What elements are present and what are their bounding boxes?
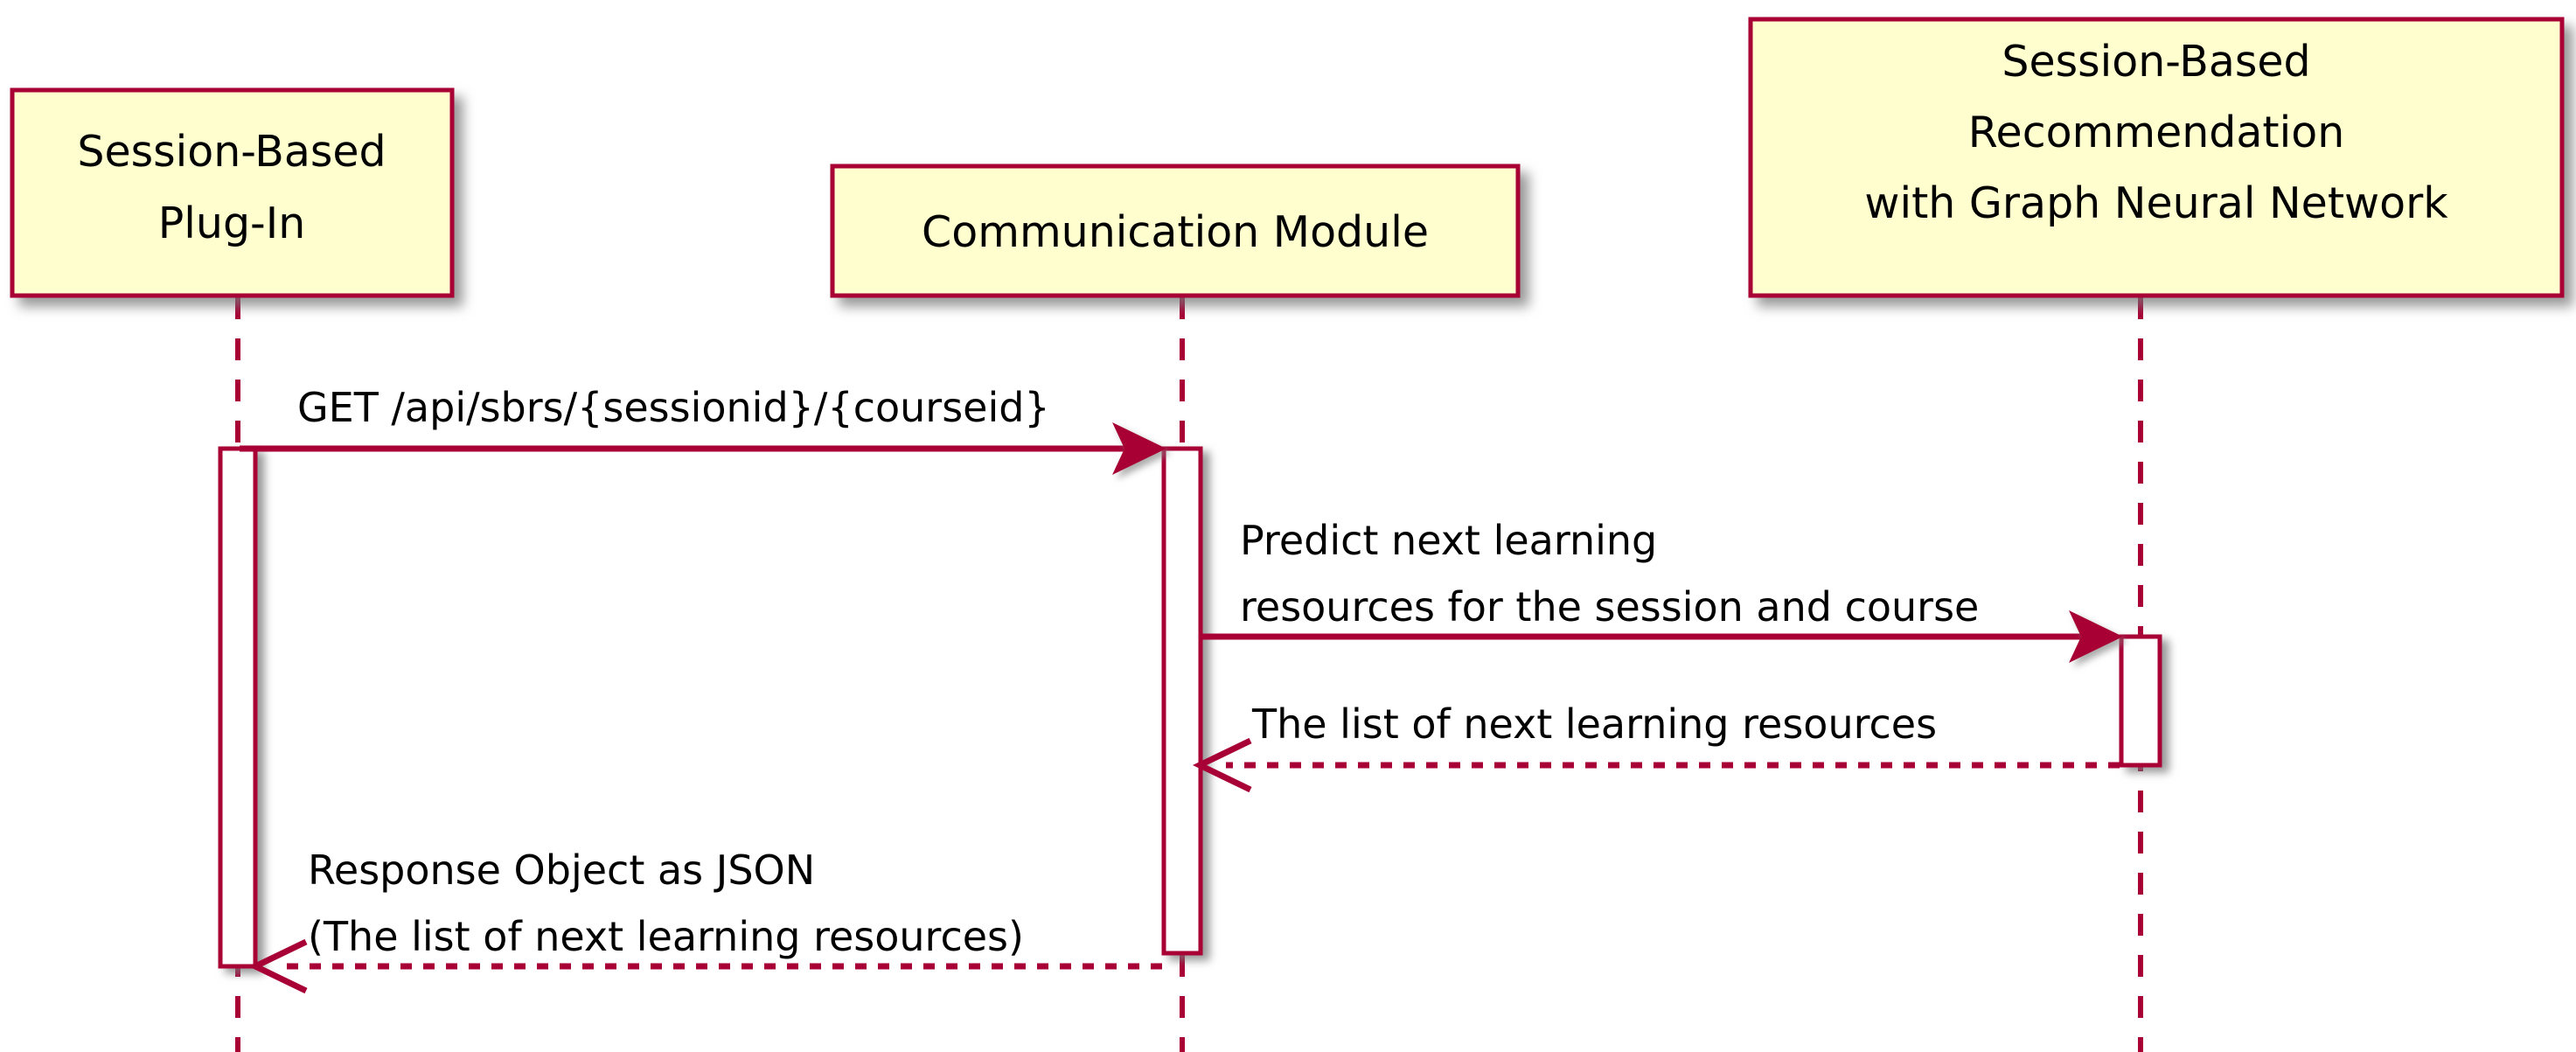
participant-communication-module-rect: [830, 164, 1521, 298]
message-4-label-line2: (The list of next learning resources): [308, 913, 1024, 960]
participant-box-communication-module[interactable]: [830, 164, 1521, 298]
participant-sbr-gnn-label-line1: Session-Based: [2002, 37, 2310, 87]
message-1-get-api-sbrs[interactable]: [240, 422, 1166, 475]
participant-box-sbr-gnn[interactable]: [1748, 17, 2565, 298]
participant-sbr-gnn-label-line3: with Graph Neural Network: [1864, 178, 2448, 228]
message-1-arrowhead-icon: [1112, 422, 1166, 475]
message-2-label-line1: Predict next learning: [1240, 517, 1657, 564]
participant-sbr-gnn-label-line2: Recommendation: [1968, 108, 2345, 157]
message-4-arrowhead-icon: [247, 938, 308, 994]
participant-plugin-label-line2: Plug-In: [158, 199, 306, 248]
message-2-predict-next-learning-resources[interactable]: [1201, 610, 2123, 663]
message-4-label-line1: Response Object as JSON: [308, 846, 815, 894]
participant-plugin-label-line1: Session-Based: [77, 127, 386, 177]
message-4-response-object-as-json[interactable]: [247, 938, 1162, 994]
participant-communication-module-label: Communication Module: [922, 207, 1429, 257]
participant-sbr-gnn-rect: [1748, 17, 2565, 298]
activation-bar-sbr-gnn: [2119, 634, 2162, 768]
message-3-label-line1: The list of next learning resources: [1251, 700, 1937, 748]
activation-bar-communication-module: [1161, 446, 1203, 956]
message-3-arrowhead-icon: [1192, 737, 1252, 793]
message-3-list-of-next-learning-resources[interactable]: [1192, 737, 2120, 793]
participant-box-plugin[interactable]: [10, 87, 455, 298]
activation-bars-group: [218, 446, 2162, 969]
message-2-arrowhead-icon: [2069, 610, 2123, 663]
participant-plugin-rect: [10, 87, 455, 298]
activation-bar-plugin: [218, 446, 258, 969]
message-2-label-line2: resources for the session and course: [1240, 583, 1979, 631]
message-1-label-line1: GET /api/sbrs/{sessionid}/{courseid}: [297, 384, 1050, 431]
